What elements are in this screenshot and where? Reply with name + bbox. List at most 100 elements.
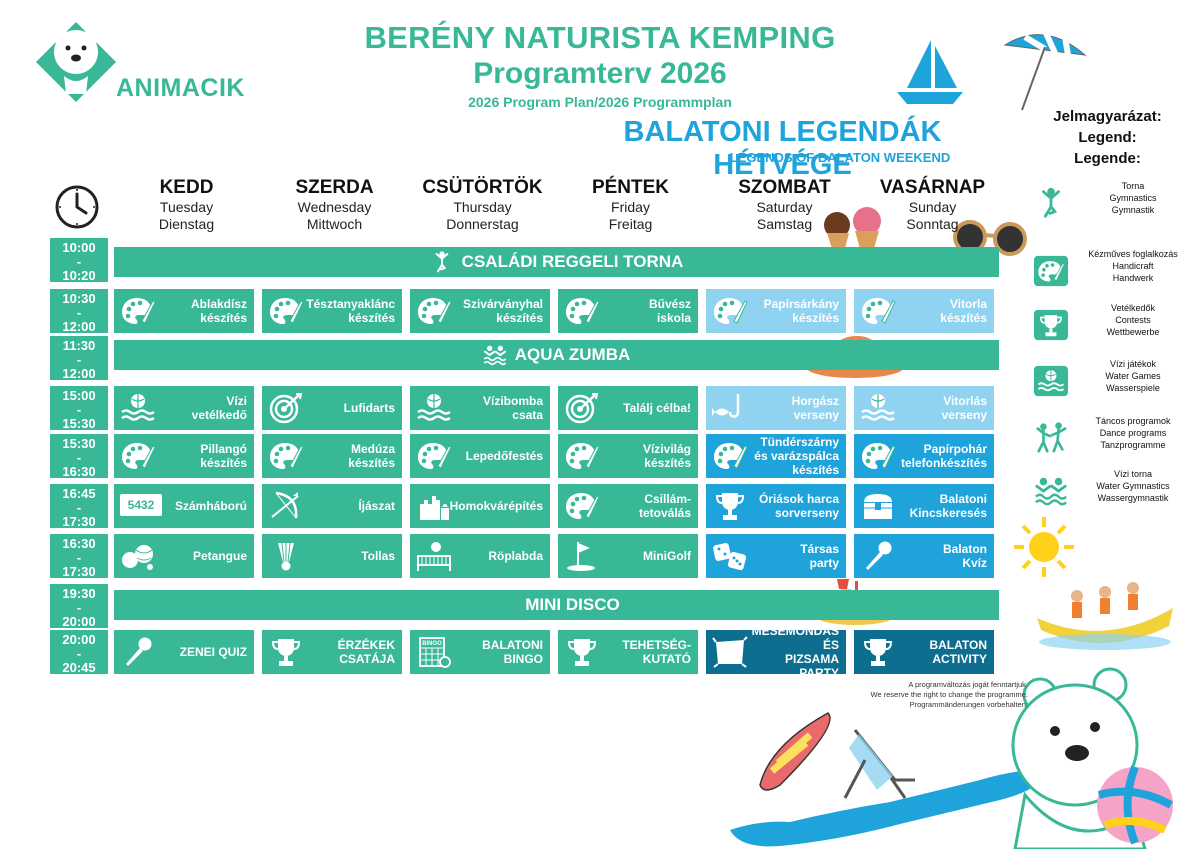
animacik-logo: ANIMACIK: [28, 14, 245, 104]
day-header-6: VASÁRNAP Sunday Sonntag: [863, 177, 1003, 233]
banana-boat-icon: [1037, 582, 1173, 650]
time-slot: 16:45 - 17:30: [50, 484, 108, 529]
surfboard-icon: [759, 712, 831, 791]
program-label: Vízivilág készítés: [642, 442, 691, 470]
program-cell: Pillangó készítés: [114, 434, 254, 478]
program-cell: Csillám- tetoválás: [558, 484, 698, 528]
program-label: Vízibomba csata: [482, 394, 543, 422]
time-slot: 10:30 - 12:00: [50, 289, 108, 334]
program-cell: Vitorla készítés: [854, 289, 994, 333]
program-label: Ablakdísz készítés: [190, 297, 247, 325]
program-label: Óriások harca sorverseny: [758, 492, 839, 520]
program-cell: Találj célba!: [558, 386, 698, 430]
shuttlecock-icon: [268, 540, 304, 572]
program-label: Papírsárkány készítés: [763, 297, 839, 325]
logo-text: ANIMACIK: [116, 74, 245, 102]
volleyball-net-icon: [416, 540, 452, 572]
program-banner: CSALÁDI REGGELI TORNA: [114, 247, 999, 277]
program-cell: Vízibomba csata: [410, 386, 550, 430]
program-cell: Lufidarts: [262, 386, 402, 430]
program-banner: AQUA ZUMBA: [114, 340, 999, 370]
program-cell: MiniGolf: [558, 534, 698, 578]
trophy-icon: [712, 490, 748, 522]
program-banner: MINI DISCO: [114, 590, 999, 620]
palette-icon: [860, 440, 896, 472]
gymnastics-icon: [430, 250, 454, 274]
program-label: Pillangó készítés: [200, 442, 247, 470]
palette-icon: [564, 295, 600, 327]
program-cell: ZENEI QUIZ: [114, 630, 254, 674]
program-cell: MESEMONDÁS ÉS PIZSAMA PARTY: [706, 624, 846, 680]
legend-title: Jelmagyarázat: Legend: Legende:: [1053, 108, 1162, 167]
water-ball-icon: [860, 392, 896, 424]
fish-hook-icon: [712, 392, 748, 424]
program-cell: BINGO BALATONI BINGO: [410, 630, 550, 674]
page-subtitle: Programterv 2026: [473, 57, 727, 90]
day-header-1: KEDD Tuesday Dienstag: [117, 177, 257, 233]
day-name: CSÜTÖRTÖK: [422, 177, 543, 198]
program-cell: Lepedőfestés: [410, 434, 550, 478]
banner-label: MINI DISCO: [525, 595, 620, 614]
trophy-icon: [564, 636, 600, 668]
program-label: Vízi vetélkedő: [191, 394, 247, 422]
day-header-3: CSÜTÖRTÖK Thursday Donnerstag: [413, 177, 553, 233]
palette-icon: [564, 490, 600, 522]
time-slot: 19:30 - 20:00: [50, 584, 108, 629]
sailboat-icon: [897, 40, 963, 104]
program-label: Petangue: [192, 549, 247, 563]
sunglasses-icon: [953, 220, 1027, 256]
program-cell: Bűvész iskola: [558, 289, 698, 333]
program-cell: Szivárványhal készítés: [410, 289, 550, 333]
day-name: VASÁRNAP: [879, 177, 986, 198]
day-name: SZERDA: [295, 177, 374, 198]
water-ball-icon: [1034, 365, 1068, 397]
program-cell: Vízivilág készítés: [558, 434, 698, 478]
banner-label: CSALÁDI REGGELI TORNA: [461, 252, 684, 271]
day-name: SZOMBAT: [738, 177, 831, 198]
program-label: Tollas: [361, 549, 395, 563]
trophy-icon: [268, 636, 304, 668]
program-label: BALATONI BINGO: [482, 638, 543, 666]
palette-icon: [1034, 255, 1068, 287]
target-icon: [268, 392, 304, 424]
legend-item: Vetélkedők Contests Wettbewerbe: [1028, 302, 1188, 352]
legend-text: Táncos programok Dance programs Tanzprog…: [1095, 416, 1171, 450]
banner-label: AQUA ZUMBA: [514, 345, 631, 364]
program-label: Medúza készítés: [348, 442, 395, 470]
day-name-en: Friday: [611, 199, 650, 215]
legend-text: Torna Gymnastics Gymnastik: [1109, 181, 1157, 215]
petanque-balls-icon: [120, 540, 156, 572]
time-slot: 16:30 - 17:30: [50, 534, 108, 579]
palette-icon: [120, 440, 156, 472]
day-name-en: Tuesday: [159, 199, 214, 215]
day-header-2: SZERDA Wednesday Mittwoch: [265, 177, 405, 233]
bow-arrow-icon: [268, 490, 304, 522]
palette-icon: [712, 440, 748, 472]
water-gymnastics-icon: [1034, 474, 1068, 508]
legend-text: Vetélkedők Contests Wettbewerbe: [1106, 303, 1160, 337]
palette-icon: [712, 295, 748, 327]
program-label: ZENEI QUIZ: [179, 645, 247, 659]
program-label: Horgász verseny: [791, 394, 839, 422]
legend-text: Kézműves foglalkozás Handicraft Handwerk: [1088, 249, 1178, 283]
footer-note: A programváltozás jogát fenntartjuk. We …: [870, 680, 1028, 709]
program-cell: Medúza készítés: [262, 434, 402, 478]
microphone-icon: [120, 636, 156, 668]
day-name-de: Dienstag: [158, 216, 215, 232]
bingo-text: BINGO: [422, 641, 442, 647]
bingo-card-icon: BINGO: [419, 637, 451, 668]
time-slot: 10:00 - 10:20: [50, 238, 108, 283]
program-cell: Homokvárépítés: [410, 484, 550, 528]
program-label: Találj célba!: [623, 401, 691, 415]
page-subtitle-translations: 2026 Program Plan/2026 Programmplan: [468, 94, 732, 110]
trophy-icon: [860, 636, 896, 668]
program-label: ÉRZÉKEK CSATÁJA: [337, 638, 395, 666]
palette-icon: [120, 295, 156, 327]
program-label: Számháború: [174, 499, 247, 513]
program-label: Homokvárépítés: [449, 499, 543, 513]
legend-text: Vízi torna Water Gymnastics Wassergymnas…: [1096, 469, 1170, 503]
day-name-de: Freitag: [608, 216, 653, 232]
program-label: Vitorla készítés: [940, 297, 987, 325]
program-label: Lufidarts: [343, 401, 395, 415]
palette-icon: [416, 295, 452, 327]
